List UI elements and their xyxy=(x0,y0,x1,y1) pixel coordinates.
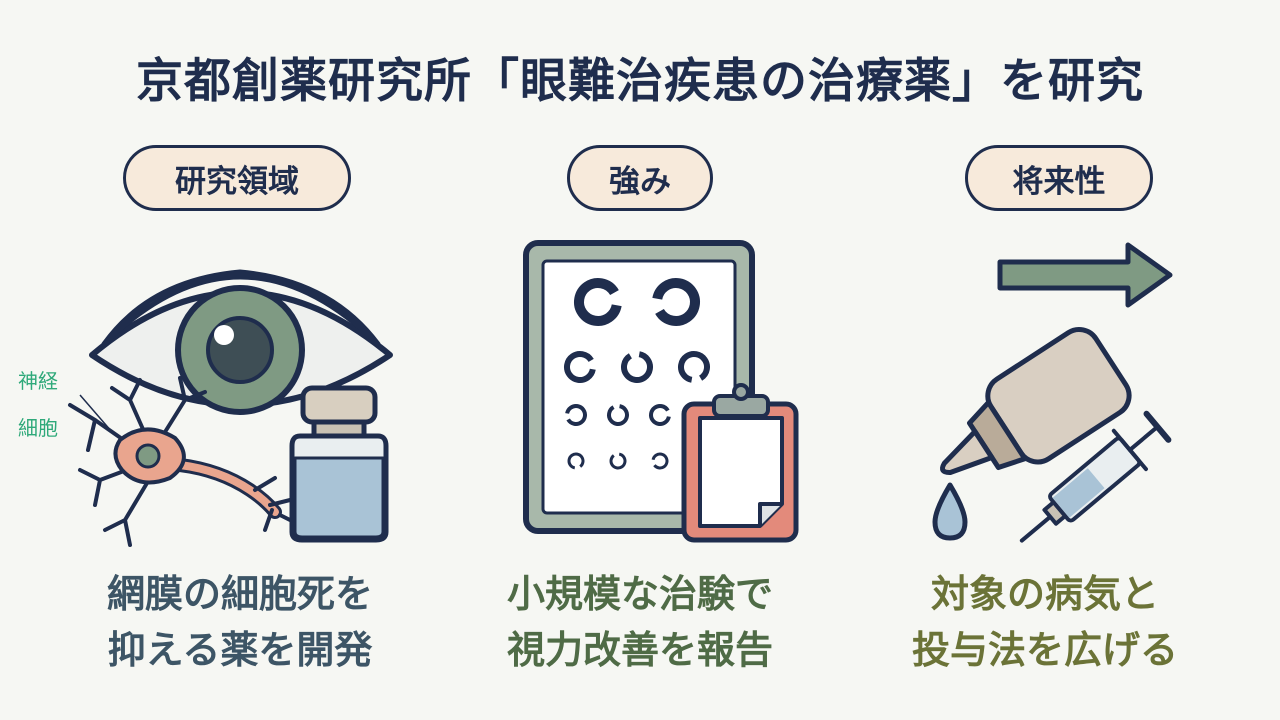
label-strength: 強み xyxy=(567,145,713,211)
caption-strength: 小規模な治験で 視力改善を報告 xyxy=(440,566,840,678)
annotation-leader-line xyxy=(79,394,113,433)
eye-drop-bottle-icon xyxy=(940,327,1132,476)
caption-strength-line1: 小規模な治験で xyxy=(506,572,773,616)
clipboard-icon xyxy=(681,383,799,543)
caption-future-line1: 対象の病気と xyxy=(930,572,1159,616)
caption-research-area-line1: 網膜の細胞死を xyxy=(106,572,373,616)
syringe-icon xyxy=(1019,410,1172,543)
drop-icon xyxy=(932,482,968,541)
label-future-text: 将来性 xyxy=(1012,163,1106,200)
page-title: 京都創薬研究所「眼難治疾患の治療薬」を研究 xyxy=(136,54,1144,109)
arrow-right-icon xyxy=(997,242,1173,308)
label-research-area: 研究領域 xyxy=(123,145,351,211)
annotation-neuron-line1: 神経 xyxy=(18,369,58,393)
label-strength-text: 強み xyxy=(609,163,671,200)
caption-research-area-line2: 抑える薬を開発 xyxy=(107,628,373,672)
label-research-area-text: 研究領域 xyxy=(175,163,299,200)
annotation-neuron-line2: 細胞 xyxy=(18,416,58,440)
caption-strength-line2: 視力改善を報告 xyxy=(506,628,773,672)
vial-icon xyxy=(289,385,389,543)
neuron-icon xyxy=(68,376,302,547)
caption-research-area: 網膜の細胞死を 抑える薬を開発 xyxy=(40,566,440,678)
label-future: 将来性 xyxy=(965,145,1153,211)
caption-future: 対象の病気と 投与法を広げる xyxy=(845,566,1245,678)
eye-icon xyxy=(89,269,393,415)
caption-future-line2: 投与法を広げる xyxy=(911,628,1178,672)
